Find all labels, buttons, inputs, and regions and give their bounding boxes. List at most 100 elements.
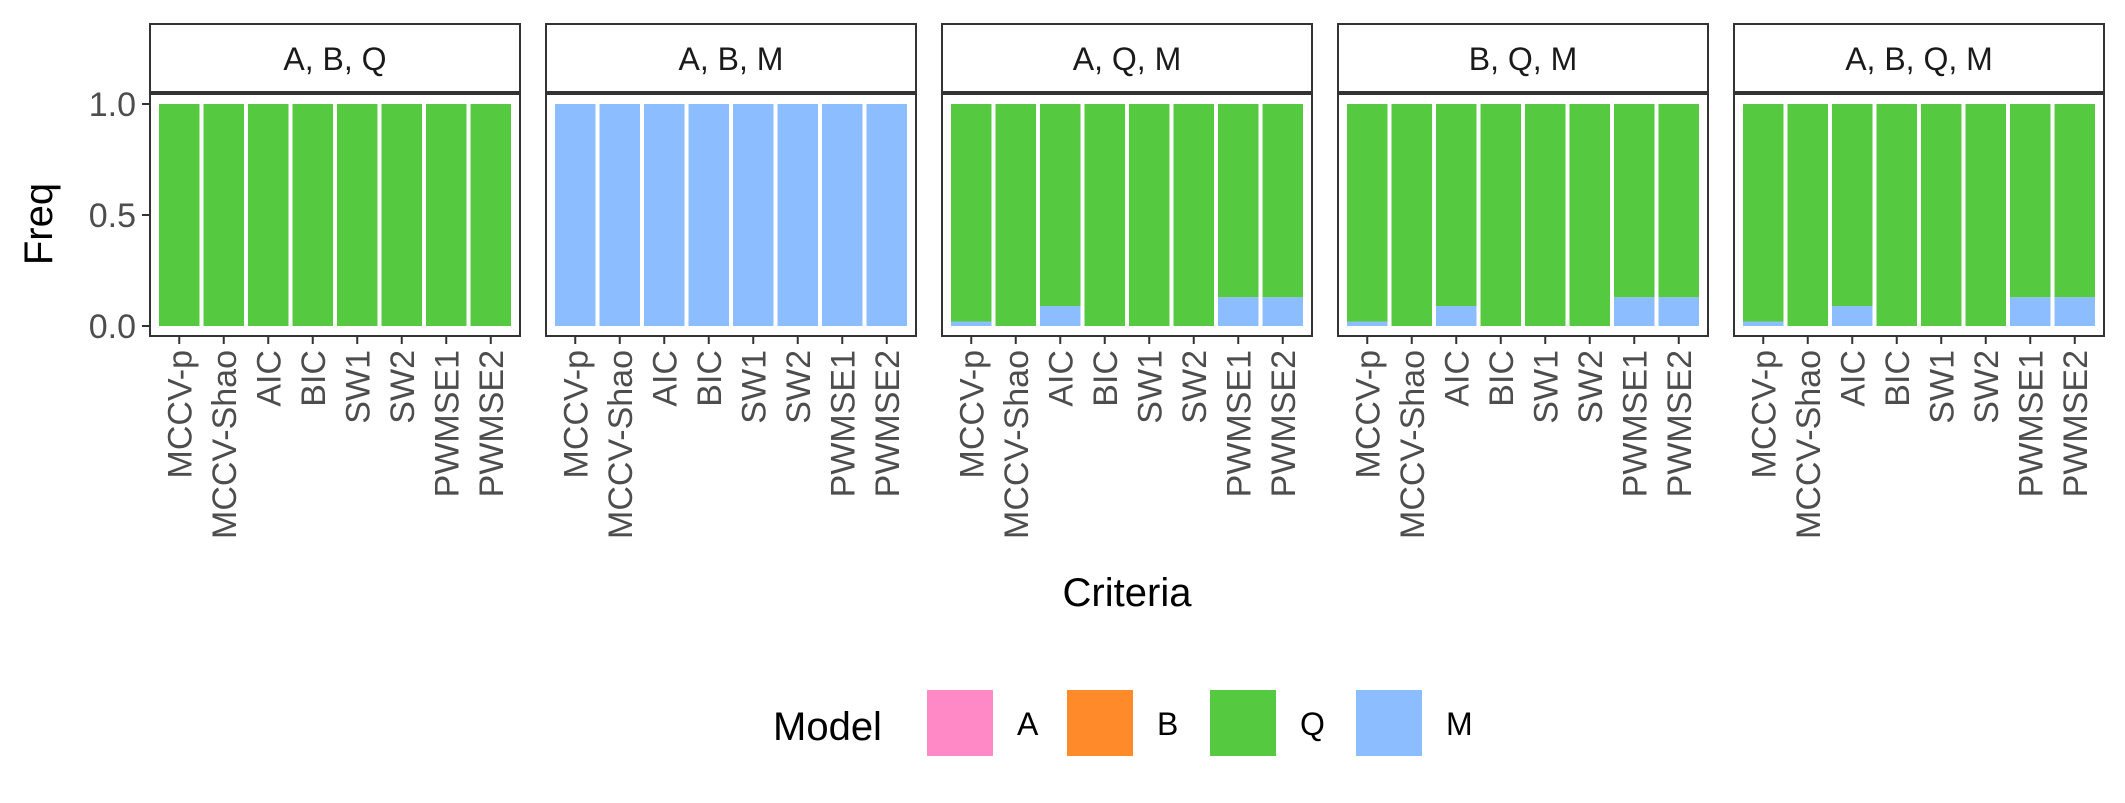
facet-strip [941,23,1313,94]
y-axis: 0.00.51.0 [89,86,150,346]
x-tick-label: SW1 [1527,350,1565,424]
x-tick-label: AIC [1438,350,1476,407]
legend-item-a: A [927,690,1039,756]
legend-item-q: Q [1210,690,1325,756]
bar-segment-q [1832,104,1873,307]
bar-segment-m [822,104,863,326]
x-tick-label: SW1 [1131,350,1169,424]
legend-key [1067,690,1133,756]
x-tick-label: SW2 [1176,350,1214,424]
bar-segment-q [1658,104,1699,298]
bar-segment-m [1614,297,1655,326]
bar-segment-q [1084,104,1125,326]
bar-segment-m [1347,321,1388,326]
facet-strip [1337,23,1709,94]
bar-segment-q [995,104,1036,326]
bar-segment-q [1743,104,1784,322]
bar-segment-m [688,104,729,326]
bar-segment-q [1876,104,1917,326]
x-tick-label: PWMSE2 [2057,350,2095,497]
facet-strip-label: A, B, M [679,41,784,77]
x-tick-label: PWMSE1 [428,350,466,497]
bar-segment-q [951,104,992,322]
bar-segment-m [2054,297,2095,326]
facet-strip-label: A, B, Q, M [1845,41,1993,77]
bar-segment-q [1040,104,1081,307]
facet-strip [149,23,521,94]
x-tick-label: BIC [1087,350,1125,407]
legend-title: Model [773,705,882,749]
bar-segment-q [1262,104,1303,298]
bar-segment-m [777,104,818,326]
x-tick-label: MCCV-p [557,350,595,478]
bar-segment-q [426,104,467,326]
bar-segment-m [1832,306,1873,326]
facet-strip-label: B, Q, M [1469,41,1577,77]
bar-segment-q [1436,104,1477,307]
x-tick-label: BIC [691,350,729,407]
legend-label: A [1017,706,1039,742]
x-axis-title: Criteria [1063,571,1193,615]
bar-segment-m [1743,321,1784,326]
legend-label: Q [1300,706,1325,742]
bar-segment-m [599,104,640,326]
bar-segment-q [1480,104,1521,326]
bar-segment-q [248,104,289,326]
x-tick-label: MCCV-Shao [998,350,1036,539]
bar-segment-q [381,104,422,326]
x-tick-label: MCCV-p [1745,350,1783,478]
x-tick-label: PWMSE2 [1661,350,1699,497]
x-tick-label: MCCV-Shao [206,350,244,539]
bar-segment-q [1965,104,2006,326]
bar-segment-q [1787,104,1828,326]
x-tick-label: SW1 [339,350,377,424]
x-tick-label: SW1 [1923,350,1961,424]
bar-segment-m [1436,306,1477,326]
bar-segment-m [1658,297,1699,326]
bar-segment-m [1040,306,1081,326]
x-tick-label: MCCV-Shao [1394,350,1432,539]
x-tick-label: SW2 [1572,350,1610,424]
legend-label: M [1446,706,1473,742]
y-tick-label: 0.5 [89,197,136,235]
bar-segment-q [337,104,378,326]
legend-key [1356,690,1422,756]
x-tick-label: PWMSE1 [824,350,862,497]
bar-segment-q [470,104,511,326]
bar-segment-q [2010,104,2051,298]
legend-item-m: M [1356,690,1473,756]
bar-segment-q [1614,104,1655,298]
x-tick-label: AIC [1834,350,1872,407]
facet-strip-label: A, Q, M [1073,41,1181,77]
bar-segment-m [555,104,596,326]
x-tick-label: PWMSE2 [1265,350,1303,497]
bar-segment-q [1525,104,1566,326]
y-tick-label: 1.0 [89,86,136,124]
x-tick-label: PWMSE1 [1616,350,1654,497]
bar-segment-q [203,104,244,326]
bar-segment-q [1129,104,1170,326]
x-tick-label: MCCV-Shao [1790,350,1828,539]
x-tick-label: SW1 [735,350,773,424]
x-tick-label: BIC [1879,350,1917,407]
facet-strip-label: A, B, Q [283,41,386,77]
x-tick-label: PWMSE1 [1220,350,1258,497]
bar-segment-m [733,104,774,326]
bar-segment-m [644,104,685,326]
bar-segment-m [1218,297,1259,326]
bar-segment-q [1569,104,1610,326]
legend-key [1210,690,1276,756]
x-tick-label: BIC [1483,350,1521,407]
bar-segment-m [1262,297,1303,326]
x-tick-label: SW2 [780,350,818,424]
x-tick-label: BIC [295,350,333,407]
x-tick-label: AIC [250,350,288,407]
legend-item-b: B [1067,690,1178,756]
bar-segment-q [2054,104,2095,298]
